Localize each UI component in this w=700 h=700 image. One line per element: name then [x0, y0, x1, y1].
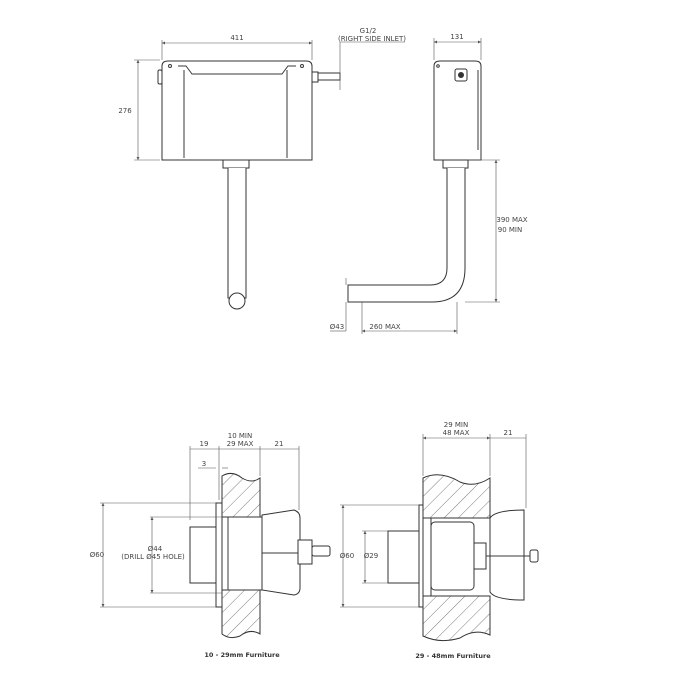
inlet-nut: [311, 71, 319, 83]
outer-diameter: Ø60: [340, 552, 354, 560]
detail-thin-furniture: 19 10 MIN 29 MAX 21 3 Ø60 Ø44 (DRILL Ø45…: [90, 432, 331, 659]
spud-outlet: [387, 530, 420, 584]
thickness-min: 10 MIN: [228, 432, 252, 440]
depth-dimension: 131: [450, 33, 463, 41]
flush-pipe-end: [228, 292, 246, 310]
threaded-nut: [297, 539, 313, 565]
flange: [215, 502, 223, 608]
back-dimension: 21: [275, 440, 284, 448]
connector-body: [430, 521, 475, 591]
screw-icon: [168, 64, 172, 68]
inner-diameter: Ø29: [364, 552, 378, 560]
cistern-lid-recess: [178, 65, 296, 75]
height-dimension: 276: [118, 107, 132, 115]
flush-button: [157, 69, 163, 85]
cistern-body: [161, 60, 313, 161]
furniture-wall-bottom: [221, 589, 261, 639]
spud-outlet: [189, 526, 217, 584]
inlet-label: G1/2: [360, 27, 377, 35]
inlet-pipe: [317, 72, 341, 81]
pipe-diameter: Ø43: [330, 323, 344, 331]
nozzle: [529, 549, 539, 563]
width-dimension: 411: [230, 34, 243, 42]
side-view: 390 MAX 90 MIN 131 Ø43 260 MAX: [330, 33, 528, 334]
flange-dimension: 19: [200, 440, 209, 448]
threaded-nut: [473, 542, 487, 570]
detail-thick-furniture: 29 MIN 48 MAX 21 Ø60 Ø29 29 - 48mm Furni…: [340, 421, 539, 660]
thickness-max: 29 MAX: [227, 440, 254, 448]
caption-thin: 10 - 29mm Furniture: [204, 651, 280, 659]
caption-thick: 29 - 48mm Furniture: [415, 652, 491, 660]
inner-diameter: Ø44: [148, 545, 163, 553]
connector-ring: [422, 517, 432, 597]
thickness-min: 29 MIN: [444, 421, 468, 429]
back-dimension: 21: [504, 429, 513, 437]
furniture-wall-top: [221, 472, 261, 518]
bent-flush-pipe: [347, 168, 466, 303]
pipe-height-min: 90 MIN: [498, 226, 522, 234]
thickness-max: 48 MAX: [443, 429, 470, 437]
inlet-note: (RIGHT SIDE INLET): [338, 35, 406, 43]
flush-pipe: [227, 168, 247, 299]
pipe-length: 260 MAX: [369, 323, 400, 331]
flange-thickness: 3: [202, 460, 206, 468]
drill-note: (DRILL Ø45 HOLE): [121, 553, 185, 561]
back-cup: [489, 509, 525, 601]
nozzle: [311, 545, 331, 557]
connector-body: [221, 516, 263, 591]
flange: [418, 504, 424, 608]
screw-icon: [300, 64, 304, 68]
furniture-wall-bottom: [422, 595, 491, 642]
side-collar: [442, 159, 469, 169]
front-view: 411 276 G1/2 (RIGHT SIDE INLET): [118, 27, 406, 310]
outer-diameter: Ø60: [90, 551, 104, 559]
cistern-side-body: [433, 60, 482, 161]
pipe-height-max: 390 MAX: [496, 216, 527, 224]
furniture-wall-top: [422, 474, 491, 519]
flush-collar: [222, 159, 250, 169]
